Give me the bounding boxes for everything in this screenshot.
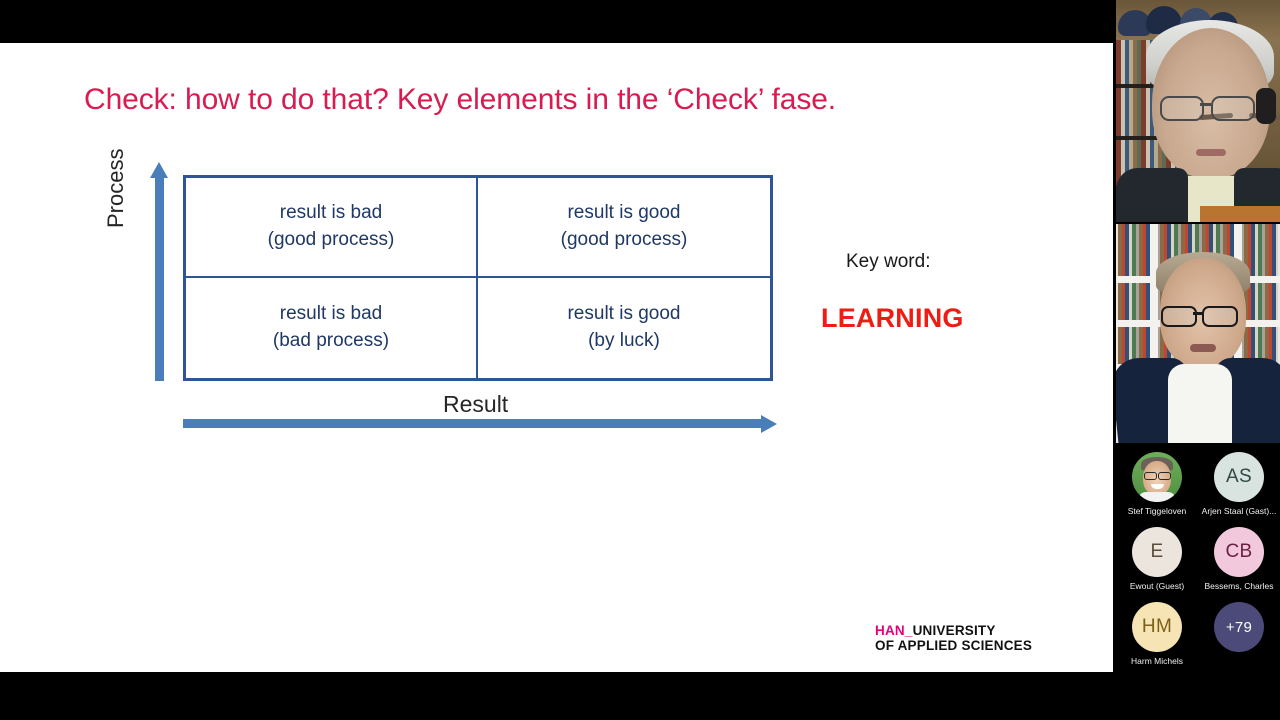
matrix-cell-line1: result is good — [567, 303, 681, 325]
keyword-value: LEARNING — [821, 303, 964, 333]
result-axis-line — [183, 419, 763, 428]
matrix-cell-line2: (bad process) — [272, 330, 390, 351]
matrix-cell-line1: result is bad — [279, 202, 383, 224]
video-tile-active-speaker[interactable] — [1116, 0, 1280, 222]
process-result-matrix: result is bad (good process) result is g… — [183, 175, 773, 381]
person-shirt — [1168, 364, 1232, 443]
eyeglasses-bridge — [1193, 312, 1202, 315]
letterbox-bar-bottom — [0, 672, 1116, 720]
keyword-label: Key word: — [846, 251, 931, 272]
logo-line-2: OF APPLIED SCIENCES — [875, 638, 1033, 654]
matrix-cell-line2: (by luck) — [588, 330, 660, 351]
matrix-cell-top-left: result is bad (good process) — [186, 178, 478, 278]
logo-accent-text: HAN_ — [875, 623, 913, 638]
matrix-cell-line2: (good process) — [267, 229, 395, 250]
logo-line-1: HAN_UNIVERSITY — [875, 623, 1032, 638]
matrix-cell-line1: result is bad — [279, 303, 383, 325]
participant-name: Bessems, Charles — [1204, 581, 1274, 591]
matrix-cell-bottom-left: result is bad (bad process) — [186, 278, 478, 378]
eyeglasses-right-lens — [1211, 96, 1255, 121]
eyeglasses-right-lens — [1202, 306, 1238, 327]
process-axis-line — [155, 175, 164, 381]
avatar-initials: CB — [1214, 527, 1264, 577]
matrix-cell-top-right: result is good (good process) — [478, 178, 770, 278]
person-jacket-left — [1116, 168, 1188, 222]
shared-slide[interactable]: Check: how to do that? Key elements in t… — [0, 43, 1113, 672]
avatar-initials: HM — [1132, 602, 1182, 652]
participant-avatar-grid: Stef Tiggeloven AS Arjen Staal (Gast)...… — [1116, 452, 1280, 692]
participant-arjen-staal[interactable]: AS Arjen Staal (Gast)... — [1198, 452, 1280, 516]
person-mouth — [1196, 149, 1226, 156]
eyeglasses-left-lens — [1160, 96, 1204, 121]
person-mouth — [1190, 344, 1216, 352]
han-university-logo: HAN_UNIVERSITY OF APPLIED SCIENCES — [875, 623, 1032, 654]
video-tile-participant[interactable] — [1116, 224, 1280, 443]
participant-rail: Stef Tiggeloven AS Arjen Staal (Gast)...… — [1116, 0, 1280, 720]
participant-overflow-count[interactable]: +79 — [1198, 602, 1280, 656]
participant-name: Harm Michels — [1131, 656, 1183, 666]
process-axis-label: Process — [103, 148, 128, 228]
result-axis-label: Result — [443, 391, 509, 417]
avatar — [1132, 452, 1182, 502]
participant-name: Arjen Staal (Gast)... — [1201, 506, 1277, 516]
participant-stef-tiggeloven[interactable]: Stef Tiggeloven — [1116, 452, 1198, 516]
logo-line-1-rest: UNIVERSITY — [912, 623, 996, 638]
matrix-cell-bottom-right: result is good (by luck) — [478, 278, 770, 378]
participant-ewout-guest[interactable]: E Ewout (Guest) — [1116, 527, 1198, 591]
result-axis-arrowhead — [761, 414, 777, 433]
eyeglasses-bridge — [1200, 103, 1211, 106]
participant-name: Stef Tiggeloven — [1127, 506, 1187, 516]
page-title: Check: how to do that? Key elements in t… — [84, 83, 837, 116]
avatar-initials: AS — [1214, 452, 1264, 502]
participant-bessems-charles[interactable]: CB Bessems, Charles — [1198, 527, 1280, 591]
eyeglasses-left-lens — [1161, 306, 1197, 327]
overflow-count-badge: +79 — [1214, 602, 1264, 652]
headphones-icon — [1256, 88, 1276, 124]
process-axis-arrowhead — [150, 162, 168, 178]
matrix-cell-line2: (good process) — [560, 229, 688, 250]
avatar-initials: E — [1132, 527, 1182, 577]
participant-harm-michels[interactable]: HM Harm Michels — [1116, 602, 1198, 666]
participant-name: Ewout (Guest) — [1129, 581, 1185, 591]
letterbox-bar-top — [0, 0, 1116, 43]
desk-surface — [1200, 206, 1280, 222]
matrix-cell-line1: result is good — [567, 202, 681, 224]
